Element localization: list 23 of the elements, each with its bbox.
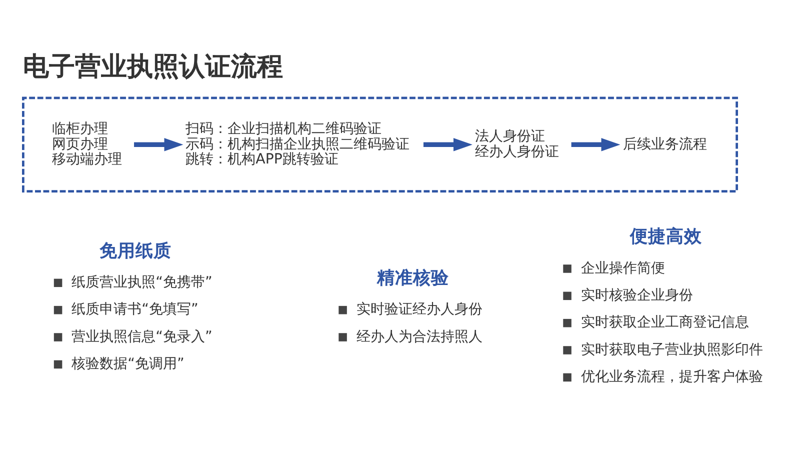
node-text: 法人身份证 经办人身份证	[475, 128, 560, 160]
cluster	[22, 96, 738, 192]
node-text: 扫码：企业扫描机构二维码验证 示码：机构扫描企业执照二维码验证 跳转：机构APP跳转验证	[186, 120, 410, 168]
diagram-title: 电子营业执照认证流程	[23, 52, 284, 82]
label: 经办人为合法持照人	[356, 328, 482, 345]
label: 实时验证经办人身份	[356, 302, 482, 318]
node-text: 临柜办理 网页办理 移动端办理	[52, 120, 122, 168]
label: 核验数据“免调用”	[72, 356, 184, 372]
label: 精准核验	[377, 268, 450, 288]
label: 企业操作简便	[580, 260, 665, 276]
label: 营业执照信息“免录入”	[72, 328, 212, 345]
arrow	[134, 138, 184, 152]
node-text: 后续业务流程	[622, 136, 707, 152]
label: 实时获取企业工商登记信息	[580, 314, 749, 331]
label: 实时获取电子营业执照影印件	[580, 342, 763, 358]
arrow	[571, 138, 620, 152]
label: 实时核验企业身份	[580, 288, 693, 304]
label: 纸质申请书“免填写”	[72, 302, 198, 318]
label: 便捷高效	[630, 227, 702, 248]
label: 优化业务流程，提升客户体验	[580, 369, 763, 386]
label: 免用纸质	[99, 241, 172, 262]
arrow	[423, 138, 472, 152]
label: 纸质营业执照“免携带”	[72, 274, 212, 291]
